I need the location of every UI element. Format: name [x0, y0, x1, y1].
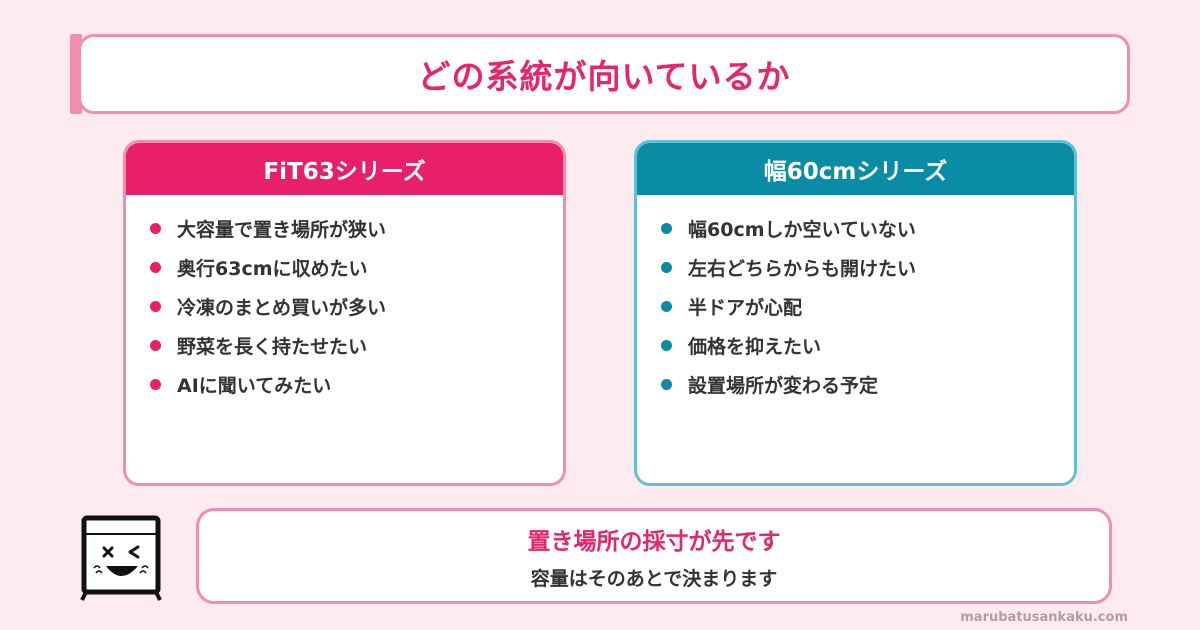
- title-banner: どの系統が向いているか: [70, 34, 1130, 114]
- bullet-icon: [661, 301, 672, 312]
- list-item-label: 設置場所が変わる予定: [688, 375, 879, 397]
- bullet-icon: [150, 301, 161, 312]
- list-item-label: 奥行63cmに収めたい: [177, 258, 368, 280]
- list-item-label: 左右どちらからも開けたい: [688, 258, 917, 280]
- list-item-label: 冷凍のまとめ買いが多い: [177, 297, 387, 319]
- list-item: 幅60cmしか空いていない: [661, 209, 1074, 248]
- list-item: 半ドアが心配: [661, 287, 1074, 326]
- bullet-icon: [150, 340, 161, 351]
- recommendation-list: 大容量で置き場所が狭い 奥行63cmに収めたい 冷凍のまとめ買いが多い 野菜を長…: [126, 195, 563, 404]
- list-item: 左右どちらからも開けたい: [661, 248, 1074, 287]
- site-url: marubatusankaku.com: [960, 610, 1128, 625]
- list-item: 奥行63cmに収めたい: [150, 248, 563, 287]
- list-item-label: AIに聞いてみたい: [177, 375, 332, 397]
- title-box: どの系統が向いているか: [78, 34, 1130, 114]
- mascot-icon: [76, 512, 168, 602]
- list-item: 設置場所が変わる予定: [661, 365, 1074, 404]
- bullet-icon: [661, 340, 672, 351]
- list-item-label: 大容量で置き場所が狭い: [177, 219, 387, 241]
- list-item-label: 幅60cmしか空いていない: [688, 219, 916, 241]
- list-item-label: 野菜を長く持たせたい: [177, 336, 368, 358]
- width60-series-card: 幅60cmシリーズ 幅60cmしか空いていない 左右どちらからも開けたい 半ドア…: [634, 140, 1077, 486]
- bullet-icon: [150, 379, 161, 390]
- bullet-icon: [150, 223, 161, 234]
- page-title: どの系統が向いているか: [417, 57, 791, 96]
- recommendation-list: 幅60cmしか空いていない 左右どちらからも開けたい 半ドアが心配 価格を抑えた…: [637, 195, 1074, 404]
- card-heading: 幅60cmシリーズ: [637, 143, 1074, 195]
- list-item: AIに聞いてみたい: [150, 365, 563, 404]
- bubble-main-text: 置き場所の採寸が先です: [527, 528, 781, 555]
- list-item-label: 半ドアが心配: [688, 297, 803, 319]
- speech-bubble: 置き場所の採寸が先です 容量はそのあとで決まります: [196, 508, 1112, 604]
- list-item: 価格を抑えたい: [661, 326, 1074, 365]
- bullet-icon: [661, 379, 672, 390]
- bullet-icon: [661, 223, 672, 234]
- fit63-series-card: FiT63シリーズ 大容量で置き場所が狭い 奥行63cmに収めたい 冷凍のまとめ…: [123, 140, 566, 486]
- list-item: 大容量で置き場所が狭い: [150, 209, 563, 248]
- card-heading: FiT63シリーズ: [126, 143, 563, 195]
- list-item: 野菜を長く持たせたい: [150, 326, 563, 365]
- bubble-sub-text: 容量はそのあとで決まります: [530, 567, 778, 590]
- bullet-icon: [150, 262, 161, 273]
- list-item-label: 価格を抑えたい: [688, 336, 822, 358]
- bullet-icon: [661, 262, 672, 273]
- list-item: 冷凍のまとめ買いが多い: [150, 287, 563, 326]
